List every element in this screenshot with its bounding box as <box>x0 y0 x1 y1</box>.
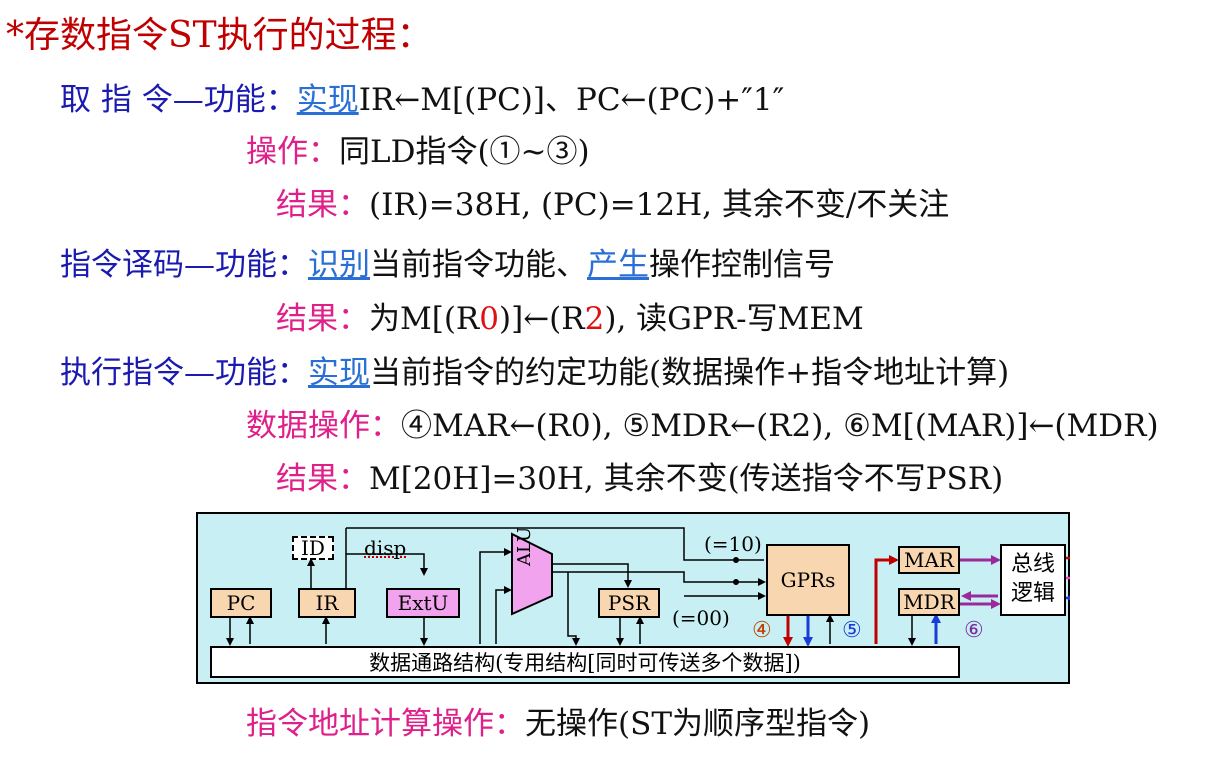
execute-row: 执行指令—功能：实现当前指令的约定功能(数据操作+指令地址计算) <box>60 358 1009 389</box>
junction-b <box>733 579 739 585</box>
fetch-result-text: (IR)=38H, (PC)=12H, 其余不变/不关注 <box>369 187 950 223</box>
execute-result-row: 结果：M[20H]=30H, 其余不变(传送指令不写PSR) <box>276 464 1003 495</box>
alu-to-bus-arrow <box>567 572 580 646</box>
decode-result-c: )]←(R <box>499 301 585 337</box>
extu-unit: ExtU <box>386 588 460 618</box>
datapath-label: 数据通路结构(专用结构[同时可传送多个数据]) <box>369 651 801 675</box>
fetch-row: 取 指 令—功能：实现IR←M[(PC)]、PC←(PC)+″1″ <box>60 85 784 116</box>
fetch-op-label: 操作： <box>246 134 339 170</box>
ir-disp-arrow <box>345 553 428 589</box>
fetch-label: 取 指 令—功能： <box>60 82 297 118</box>
disp-label: disp <box>364 536 407 560</box>
decode-result-label: 结果： <box>276 301 369 337</box>
ir-to-gprs-wire <box>346 527 764 561</box>
decode-text-2: 操作控制信号 <box>649 247 835 283</box>
bus-logic-unit: 总线 逻辑 <box>1000 544 1066 616</box>
mdr-register: MDR <box>898 588 960 616</box>
extu-label: ExtU <box>397 591 449 615</box>
decode-result-e: ), 读GPR-写MEM <box>604 301 864 337</box>
junction-a <box>733 557 739 563</box>
addr-calc-row: 指令地址计算操作：无操作(ST为顺序型指令) <box>246 709 870 740</box>
data-op-label: 数据操作： <box>246 408 401 444</box>
fetch-result-row: 结果：(IR)=38H, (PC)=12H, 其余不变/不关注 <box>276 190 949 221</box>
data-op-row: 数据操作：④MAR←(R0), ⑤MDR←(R2), ⑥M[(MAR)]←(MD… <box>246 411 1159 442</box>
alu-shape <box>511 532 553 616</box>
execute-label: 执行指令—功能： <box>60 355 308 391</box>
decode-result-r0-digit: 0 <box>479 301 500 337</box>
decode-row: 指令译码—功能：识别当前指令功能、产生操作控制信号 <box>60 250 835 281</box>
ir-label: IR <box>315 591 339 615</box>
bus-to-mar-arrow <box>874 555 899 644</box>
data-op-text: ④MAR←(R0), ⑤MDR←(R2), ⑥M[(MAR)]←(MDR) <box>401 408 1159 444</box>
decode-label: 指令译码—功能： <box>60 247 308 283</box>
alu-to-gprs-arrow <box>552 571 766 586</box>
fetch-op-row: 操作：同LD指令(①~③) <box>246 137 590 168</box>
pc-register: PC <box>210 588 272 618</box>
bus-logic-label-2: 逻辑 <box>1010 581 1055 606</box>
psr-register: PSR <box>598 588 660 618</box>
mar-label: MAR <box>904 548 954 572</box>
fetch-op-text: 同LD指令(①~③) <box>339 134 590 170</box>
alu-to-psr-arrow <box>552 563 632 588</box>
eq10-label: (=10) <box>704 532 762 556</box>
psr-label: PSR <box>607 591 651 615</box>
alu-label: ALU <box>514 526 535 566</box>
decode-link-generate[interactable]: 产生 <box>587 247 649 283</box>
execute-func-text: 当前指令的约定功能(数据操作+指令地址计算) <box>370 355 1010 391</box>
gprs-label: GPRs <box>780 568 836 592</box>
datapath-bus: 数据通路结构(专用结构[同时可传送多个数据]) <box>210 646 960 678</box>
decode-link-identify[interactable]: 识别 <box>308 247 370 283</box>
eq00-label: (=00) <box>672 606 730 630</box>
decode-result-a: 为M[(R <box>369 301 480 337</box>
bus-logic-label-1: 总线 <box>1010 552 1055 578</box>
decode-result-row: 结果：为M[(R0)]←(R2), 读GPR-写MEM <box>276 304 864 335</box>
mdr-label: MDR <box>903 590 955 614</box>
page-title: *存数指令ST执行的过程： <box>6 15 433 56</box>
step5-marker: ⑤ <box>842 618 862 643</box>
fetch-result-label: 结果： <box>276 187 369 223</box>
ir-register: IR <box>298 588 356 618</box>
datapath-diagram: PC ID IR disp ExtU ALU PSR (=10) (=00) G… <box>196 512 1070 684</box>
decode-text-1: 当前指令功能、 <box>370 247 587 283</box>
fetch-func-link[interactable]: 实现 <box>296 82 359 118</box>
id-unit: ID <box>292 536 334 560</box>
addr-calc-text: 无操作(ST为顺序型指令) <box>525 706 871 742</box>
alu-in-b-arrow <box>495 586 512 644</box>
execute-result-label: 结果： <box>276 461 369 497</box>
gprs-register-file: GPRs <box>766 544 850 616</box>
pc-label: PC <box>226 591 256 615</box>
execute-result-text: M[20H]=30H, 其余不变(传送指令不写PSR) <box>369 461 1004 497</box>
alu-in-a-arrow <box>479 548 512 644</box>
mar-register: MAR <box>898 546 960 574</box>
decode-result-r2-digit: 2 <box>584 301 605 337</box>
step4-marker: ④ <box>752 618 772 643</box>
id-label: ID <box>301 536 325 560</box>
addr-calc-label: 指令地址计算操作： <box>246 706 525 742</box>
fetch-func-text: IR←M[(PC)]、PC←(PC)+″1″ <box>358 82 785 118</box>
execute-func-link[interactable]: 实现 <box>308 355 370 391</box>
step6-marker: ⑥ <box>964 618 984 643</box>
